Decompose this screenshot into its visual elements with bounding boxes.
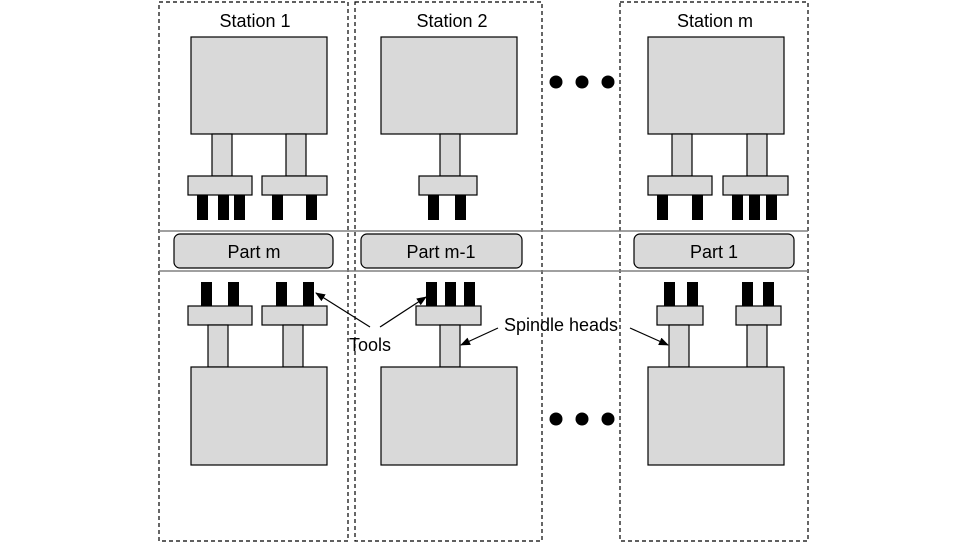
spindle-heads-arrow (629, 327, 669, 346)
part-label: Part 1 (690, 242, 738, 262)
tool (445, 282, 456, 306)
spindle-shaft (285, 133, 307, 177)
part-box (360, 233, 523, 269)
station-1-lower-unit (187, 282, 328, 466)
spindle-head (187, 305, 253, 326)
spindle-head (722, 175, 789, 196)
station-2-upper-unit (380, 36, 518, 220)
spindle-shaft (282, 324, 304, 368)
station-2-lower-unit (380, 282, 518, 466)
tool (428, 195, 439, 220)
spindle-heads-callout-label: Spindle heads (504, 315, 618, 335)
spindle-head (261, 175, 328, 196)
spindle-head (656, 305, 704, 326)
tool (464, 282, 475, 306)
tool (749, 195, 760, 220)
tool (201, 282, 212, 306)
tool (426, 282, 437, 306)
station-1-title: Station 1 (219, 11, 290, 31)
part-label: Part m-1 (406, 242, 475, 262)
station-m-upper-unit (647, 36, 789, 220)
spindle-head (735, 305, 782, 326)
tool (455, 195, 466, 220)
machine-body (190, 366, 328, 466)
tool (218, 195, 229, 220)
ellipsis-top (549, 75, 615, 89)
tool (766, 195, 777, 220)
machine-body (380, 366, 518, 466)
tool (276, 282, 287, 306)
station-m-lower-unit (647, 282, 785, 466)
spindle-heads-arrow (460, 327, 499, 346)
tool (306, 195, 317, 220)
machine-body (190, 36, 328, 135)
tool (657, 195, 668, 220)
tools-arrow (315, 292, 371, 328)
machine-body (647, 366, 785, 466)
tool (763, 282, 774, 306)
ellipsis-bottom (549, 412, 615, 426)
tool (742, 282, 753, 306)
spindle-shaft (746, 324, 768, 368)
part-box (633, 233, 795, 269)
tool (664, 282, 675, 306)
spindle-shaft (439, 133, 461, 177)
tool (303, 282, 314, 306)
spindle-head (647, 175, 713, 196)
tools-callout-label: Tools (349, 335, 391, 355)
station-1-upper-unit (187, 36, 328, 220)
tool (687, 282, 698, 306)
tool (228, 282, 239, 306)
machine-body (647, 36, 785, 135)
spindle-shaft (746, 133, 768, 177)
spindle-head (261, 305, 328, 326)
spindle-shaft (211, 133, 233, 177)
spindle-head (187, 175, 253, 196)
tool (197, 195, 208, 220)
tool (234, 195, 245, 220)
machine-body (380, 36, 518, 135)
tool (732, 195, 743, 220)
spindle-shaft (668, 324, 690, 368)
part-box (173, 233, 334, 269)
tools-arrow (379, 296, 427, 328)
part-label: Part m (227, 242, 280, 262)
spindle-head (418, 175, 478, 196)
spindle-head (415, 305, 482, 326)
tool (692, 195, 703, 220)
station-2-title: Station 2 (416, 11, 487, 31)
spindle-shaft (207, 324, 229, 368)
spindle-shaft (439, 324, 461, 368)
tool (272, 195, 283, 220)
spindle-shaft (671, 133, 693, 177)
station-m-title: Station m (677, 11, 753, 31)
